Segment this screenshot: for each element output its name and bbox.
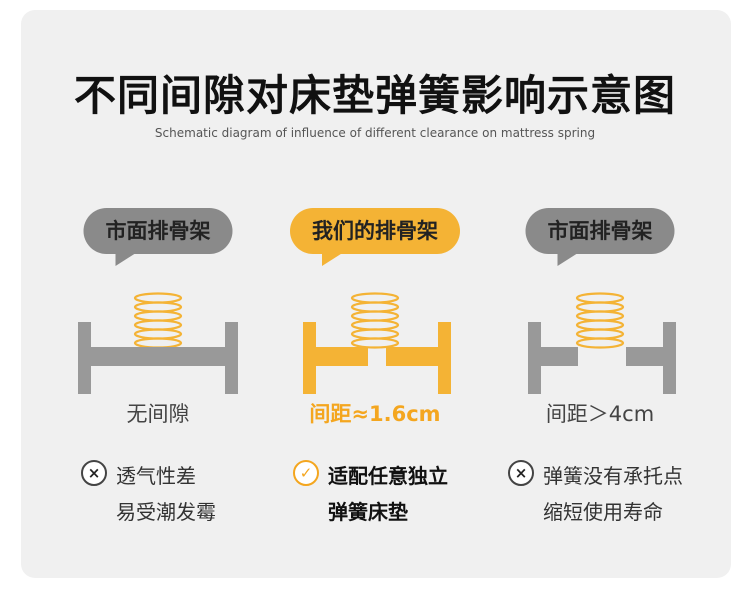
bubble-label: 我们的排骨架 (312, 219, 438, 243)
bubble-tail-icon (557, 252, 580, 266)
bubble-tail-icon (115, 252, 138, 266)
verdict-line-2: 弹簧床垫 (328, 500, 408, 524)
bed-slat-frame (528, 322, 676, 394)
gap-label: 间距＞4cm (545, 402, 655, 426)
slat-diagram-ideal-gap (303, 292, 451, 394)
slat-diagram-no-gap (78, 292, 238, 394)
check-circle-icon: ✓ (293, 460, 319, 486)
verdict-line-2: 易受潮发霉 (116, 500, 216, 524)
verdict-line-1: 适配任意独立 (328, 464, 448, 488)
spring-icon (575, 292, 625, 349)
speech-bubble-ours: 我们的排骨架 (290, 208, 460, 266)
bed-slat-frame (303, 322, 451, 394)
bubble-label: 市面排骨架 (547, 219, 653, 243)
gap-label: 间距≈1.6cm (309, 402, 441, 426)
slat-diagram-wide-gap (528, 292, 676, 394)
column-wide-gap: 市面排骨架 间距＞4cm × 弹簧没有承托点 缩短使用寿命 (490, 200, 710, 540)
column-no-gap: 市面排骨架 无间隙 × 透气性差 易受潮发霉 (48, 200, 268, 540)
spring-icon (350, 292, 400, 349)
page-subtitle: Schematic diagram of influence of differ… (154, 126, 596, 140)
bubble-label: 市面排骨架 (105, 219, 211, 243)
page-title: 不同间隙对床垫弹簧影响示意图 (73, 71, 676, 120)
bed-slat-frame (78, 322, 238, 394)
speech-bubble-market: 市面排骨架 (525, 208, 675, 266)
column-our-frame: 我们的排骨架 间距≈1.6cm ✓ 适配任意独立 弹簧床垫 (265, 200, 485, 540)
verdict-line-1: 透气性差 (116, 464, 196, 488)
cross-circle-icon: × (508, 460, 534, 486)
gap-label: 无间隙 (126, 402, 190, 426)
verdict-line-1: 弹簧没有承托点 (543, 464, 683, 488)
verdict-line-2: 缩短使用寿命 (543, 500, 663, 524)
bubble-tail-icon (322, 252, 344, 266)
spring-icon (133, 292, 183, 349)
speech-bubble-market: 市面排骨架 (83, 208, 233, 266)
cross-circle-icon: × (81, 460, 107, 486)
